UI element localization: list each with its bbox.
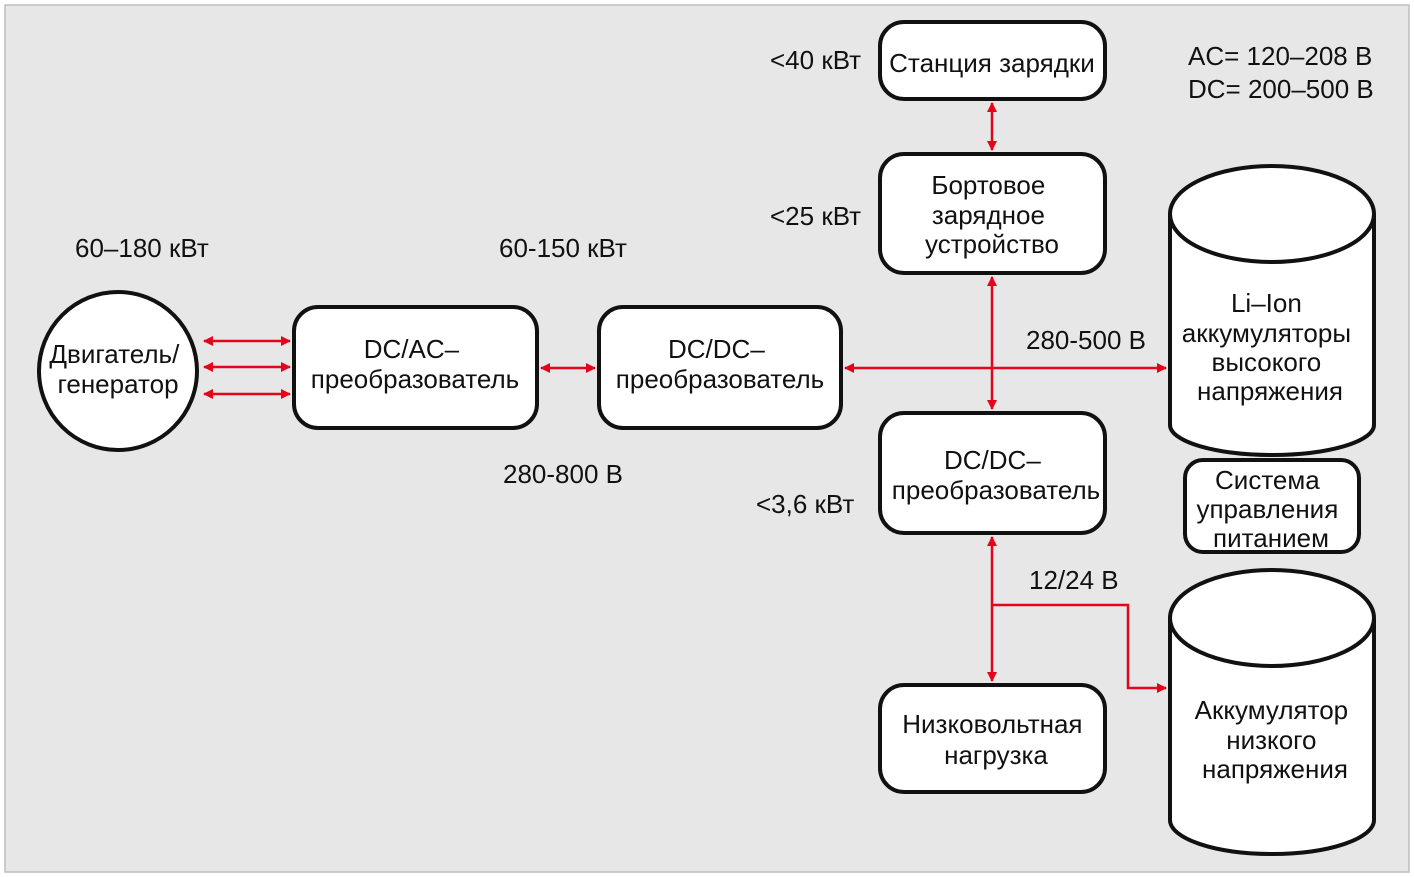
onboard-charger-box	[878, 152, 1107, 275]
lv-battery-node: Аккумулятор низкого напряжения	[1168, 568, 1376, 856]
dc-dc-converter-main-line-2: преобразователь	[616, 364, 824, 394]
dc-dc-converter-main-box	[597, 305, 843, 430]
battery-bus-voltage-label: 280-500 В	[1026, 325, 1146, 355]
dc-ac-converter-line-2: преобразователь	[311, 364, 519, 394]
bms-line-1: Система	[1215, 465, 1320, 495]
charging-station-node: Станция зарядки	[878, 20, 1107, 101]
low-voltage-load-line-2: нагрузка	[944, 740, 1048, 770]
bms-line-3: питанием	[1213, 523, 1329, 553]
charger-power-label: <25 кВт	[770, 201, 861, 231]
dc-dc-converter-main-line-1: DC/DC–	[668, 334, 765, 364]
charging-station-label: Станция зарядки	[889, 48, 1095, 78]
lv-battery-line-2: низкого	[1226, 725, 1316, 755]
legend-ac-label: AC= 120–208 В	[1188, 41, 1372, 71]
charging-station-box	[878, 20, 1107, 101]
generator-label-line-1: Двигатель/	[49, 339, 180, 369]
lv-battery-label: Аккумулятор низкого напряжения	[1195, 695, 1356, 784]
dc-dc-converter-main-label: DC/DC– преобразователь	[616, 334, 824, 394]
dc-ac-converter-line-1: DC/AC–	[364, 334, 460, 364]
generator-node: Двигатель/ генератор	[37, 290, 199, 452]
onboard-charger-line-1: Бортовое	[931, 170, 1045, 200]
bms-label: Система управления питанием	[1196, 465, 1345, 553]
low-voltage-load-line-1: Низковольтная	[902, 709, 1082, 739]
dc-ac-converter-box	[292, 305, 539, 430]
dc-dc-converter-low-label: DC/DC– преобразователь	[892, 445, 1100, 505]
hv-battery-line-1: Li–Ion	[1231, 288, 1302, 318]
hv-battery-cylinder-top	[1168, 164, 1376, 264]
low-voltage-load-label: Низковольтная нагрузка	[902, 709, 1089, 770]
low-voltage-load-box	[878, 683, 1107, 794]
low-voltage-label: 12/24 В	[1029, 565, 1119, 595]
generator-label-line-2: генератор	[57, 369, 178, 399]
station-power-label: <40 кВт	[770, 45, 861, 75]
annotations: 60–180 кВт 60-150 кВт 280-800 В <40 кВт …	[75, 41, 1374, 595]
hv-battery-line-2: аккумуляторы	[1182, 318, 1351, 348]
hv-battery-cylinder-body	[1168, 214, 1376, 457]
dc-ac-converter-node: DC/AC– преобразователь	[292, 305, 539, 430]
generator-label: Двигатель/ генератор	[49, 339, 186, 399]
lv-battery-line-1: Аккумулятор	[1195, 695, 1348, 725]
hv-battery-line-3: высокого	[1212, 347, 1322, 377]
hv-bus-voltage-label: 280-800 В	[503, 459, 623, 489]
lv-battery-cylinder-body	[1168, 618, 1376, 856]
onboard-charger-label: Бортовое зарядное устройство	[925, 170, 1059, 259]
dc-dc-converter-main-node: DC/DC– преобразователь	[597, 305, 843, 430]
onboard-charger-node: Бортовое зарядное устройство	[878, 152, 1107, 275]
lv-battery-line-3: напряжения	[1202, 754, 1348, 784]
hv-battery-node: Li–Ion аккумуляторы высокого напряжения	[1168, 164, 1376, 457]
low-voltage-load-node: Низковольтная нагрузка	[878, 683, 1107, 794]
dc-dc-converter-low-box	[878, 411, 1107, 535]
dc-dc-converter-low-node: DC/DC– преобразователь	[878, 411, 1107, 535]
arrow-to-lv-battery	[992, 603, 1167, 693]
hv-battery-label: Li–Ion аккумуляторы высокого напряжения	[1182, 288, 1359, 406]
onboard-charger-line-2: зарядное	[932, 200, 1045, 230]
dcac-power-label: 60-150 кВт	[499, 233, 627, 263]
bms-node: Система управления питанием	[1183, 458, 1361, 554]
onboard-charger-line-3: устройство	[925, 229, 1059, 259]
lv-battery-cylinder-top	[1168, 568, 1376, 668]
legend-dc-label: DC= 200–500 В	[1188, 74, 1374, 104]
hv-battery-line-4: напряжения	[1197, 376, 1343, 406]
bms-line-2: управления	[1196, 494, 1338, 524]
connectors	[203, 102, 1167, 693]
dc-dc-converter-low-line-2: преобразователь	[892, 475, 1100, 505]
charging-station-line-1: Станция зарядки	[889, 48, 1095, 78]
generator-power-label: 60–180 кВт	[75, 233, 209, 263]
generator-circle	[37, 290, 199, 452]
dcdc-low-power-label: <3,6 кВт	[756, 489, 854, 519]
dc-dc-converter-low-line-1: DC/DC–	[944, 445, 1041, 475]
bms-box	[1183, 458, 1361, 554]
dc-ac-converter-label: DC/AC– преобразователь	[311, 334, 519, 394]
